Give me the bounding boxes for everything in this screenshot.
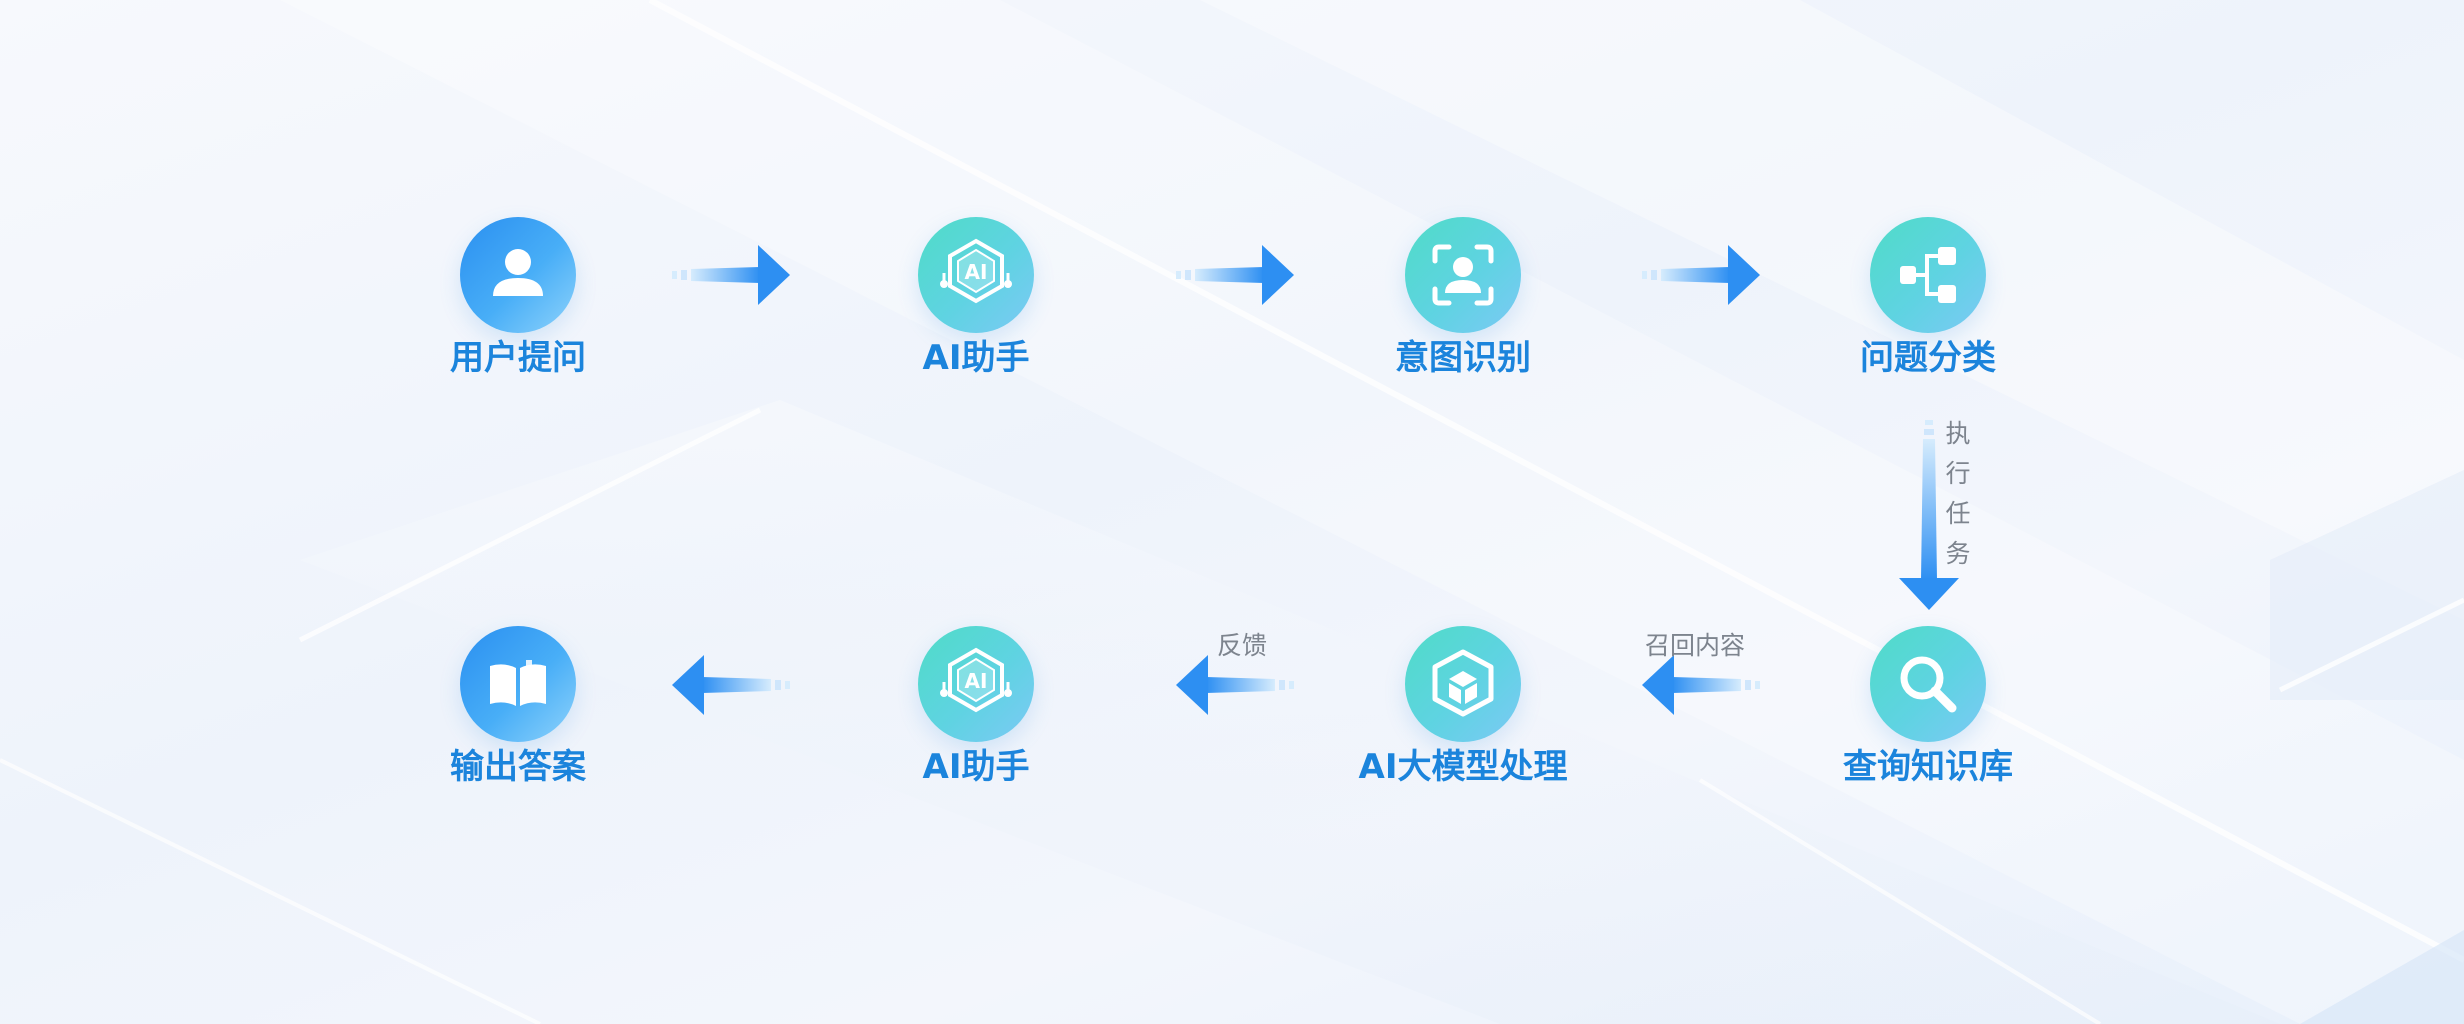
node-circle: AI — [918, 626, 1034, 742]
node-label: AI助手 — [922, 338, 1030, 378]
node-ai-assistant-2: AI AI助手 — [846, 626, 1106, 796]
arrow-question-classification-to-query-knowledge-base — [1899, 420, 1959, 610]
node-llm-processing: AI大模型处理 — [1333, 626, 1593, 796]
node-circle — [1405, 217, 1521, 333]
node-label: 意图识别 — [1395, 338, 1531, 378]
ai-chip-text: AI — [965, 669, 988, 693]
node-user-question: 用户提问 — [388, 217, 648, 387]
arrow-ai-assistant-to-intent-recognition — [1176, 245, 1294, 305]
arrow-llm-processing-to-ai-assistant — [1176, 655, 1294, 715]
arrow-query-knowledge-base-to-llm-processing — [1642, 655, 1760, 715]
user-icon — [493, 249, 543, 296]
node-output-answer: 输出答案 — [388, 626, 648, 796]
node-ai-assistant-1: AI AI助手 — [846, 217, 1106, 387]
face-scan-icon — [1432, 244, 1494, 306]
node-circle — [460, 626, 576, 742]
book-icon — [490, 660, 546, 706]
node-question-classification: 问题分类 — [1798, 217, 2058, 387]
node-intent-recognition: 意图识别 — [1333, 217, 1593, 387]
node-circle — [460, 217, 576, 333]
node-circle — [1870, 217, 1986, 333]
node-circle: AI — [918, 217, 1034, 333]
edge-label-execute-task: 执行任务 — [1945, 419, 1971, 568]
cube-icon — [1432, 649, 1494, 717]
ai-chip-icon: AI — [940, 238, 1012, 304]
arrow-user-question-to-ai-assistant — [672, 245, 790, 305]
hierarchy-icon — [1900, 247, 1956, 303]
node-label: AI助手 — [922, 747, 1030, 787]
node-label: 问题分类 — [1860, 338, 1996, 378]
node-label: AI大模型处理 — [1358, 747, 1568, 787]
arrow-intent-recognition-to-question-classification — [1642, 245, 1760, 305]
arrow-ai-assistant-to-output-answer — [672, 655, 790, 715]
edge-label-feedback: 反馈 — [1217, 631, 1268, 660]
node-label: 查询知识库 — [1843, 747, 2013, 787]
edge-label-recall-content: 召回内容 — [1645, 631, 1746, 660]
ai-chip-icon: AI — [940, 647, 1012, 713]
ai-chip-text: AI — [965, 260, 988, 284]
node-circle — [1870, 626, 1986, 742]
node-query-knowledge-base: 查询知识库 — [1798, 626, 2058, 796]
magnifier-icon — [1900, 656, 1957, 713]
node-label: 输出答案 — [450, 747, 586, 787]
node-label: 用户提问 — [450, 338, 586, 378]
node-circle — [1405, 626, 1521, 742]
